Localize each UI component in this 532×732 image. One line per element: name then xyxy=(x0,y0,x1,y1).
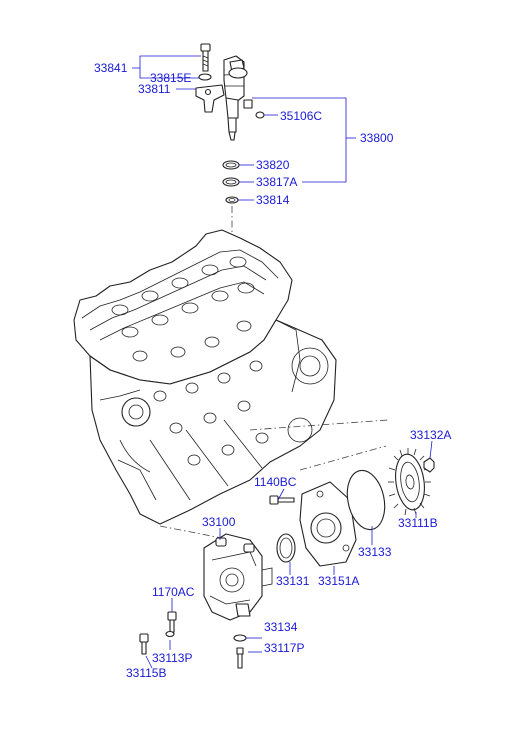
pump-gear xyxy=(388,448,431,516)
label-33151a: 33151A xyxy=(318,574,359,588)
label-33814: 33814 xyxy=(256,193,290,207)
washer-33814 xyxy=(225,196,239,204)
callout-labels: 33841 33815E 33811 35106C 33800 33820 33… xyxy=(94,61,451,680)
label-33113p: 33113P xyxy=(152,651,192,665)
seal-ring-33820 xyxy=(222,160,240,170)
clamp-bolt xyxy=(200,43,211,72)
label-33815e: 33815E xyxy=(150,71,191,85)
fuel-pump xyxy=(203,533,273,621)
label-33131: 33131 xyxy=(276,574,310,588)
label-33811: 33811 xyxy=(138,82,171,96)
label-1170ac: 1170AC xyxy=(152,585,195,599)
label-33117p: 33117P xyxy=(264,641,304,655)
pump-stud xyxy=(233,634,247,669)
label-33100: 33100 xyxy=(202,515,236,529)
label-33132a: 33132A xyxy=(410,428,451,442)
pump-lower-bolt xyxy=(139,630,175,655)
label-33820: 33820 xyxy=(256,158,290,172)
label-35106c: 35106C xyxy=(280,109,322,123)
label-33841: 33841 xyxy=(94,61,128,75)
flange-bolt xyxy=(269,495,295,505)
engine-block xyxy=(73,229,337,525)
washer xyxy=(198,73,212,81)
leader-lines xyxy=(132,55,433,669)
injector-assembly xyxy=(195,43,265,270)
pump-bracket-bolt xyxy=(167,611,177,633)
injector-o-ring xyxy=(255,111,265,119)
seal-ring-33817a xyxy=(222,177,240,187)
label-1140bc: 1140BC xyxy=(254,475,297,489)
label-33134: 33134 xyxy=(264,620,298,634)
label-33115b: 33115B xyxy=(126,666,166,680)
injector xyxy=(223,55,253,141)
label-33817a: 33817A xyxy=(256,175,297,189)
pump-flange xyxy=(299,481,357,567)
label-33133: 33133 xyxy=(358,545,392,559)
label-33111b: 33111B xyxy=(398,516,438,530)
injector-clamp xyxy=(195,84,225,113)
label-33800: 33800 xyxy=(360,131,394,145)
